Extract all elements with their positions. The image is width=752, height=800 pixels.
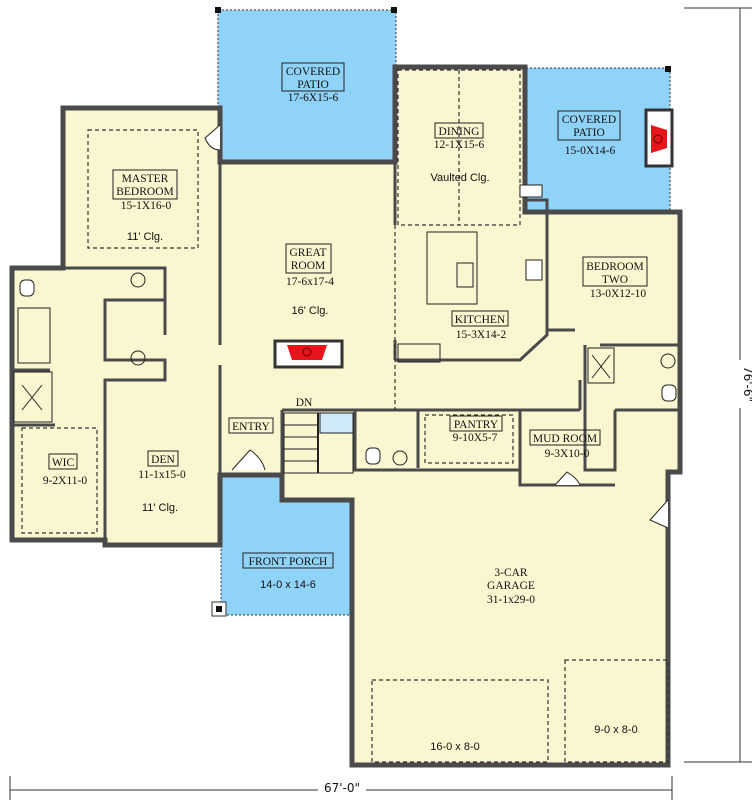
sink-icon	[130, 272, 146, 288]
patio-post	[215, 7, 221, 13]
patio-post	[665, 66, 671, 72]
room-label-wic: WIC 9-2X11-0	[43, 453, 88, 487]
svg-text:GREAT: GREAT	[289, 247, 326, 259]
room-label-master-bedroom: MASTER BEDROOM 15-1X16-0 11' Clg.	[112, 169, 178, 243]
cooktop-icon	[525, 259, 543, 281]
svg-text:13-0X12-10: 13-0X12-10	[590, 288, 646, 300]
garage-side-door[interactable]	[649, 499, 669, 529]
room-label-entry: ENTRY	[228, 417, 274, 434]
svg-text:9-3X10-0: 9-3X10-0	[545, 448, 590, 460]
sink-icon	[392, 450, 408, 466]
svg-text:15-3X14-2: 15-3X14-2	[456, 329, 507, 341]
patio-post	[391, 7, 397, 13]
shower-icon	[13, 371, 53, 423]
svg-text:14-0 x 14-6: 14-0 x 14-6	[260, 579, 316, 591]
svg-text:BEDROOM: BEDROOM	[116, 186, 174, 198]
master-patio-door[interactable]	[204, 124, 221, 151]
room-label-great-room: GREAT ROOM 17-6x17-4 16' Clg.	[285, 243, 334, 317]
stairs-dn-label: DN	[296, 397, 313, 409]
svg-text:PATIO: PATIO	[297, 79, 329, 91]
svg-text:11' Clg.: 11' Clg.	[142, 502, 178, 514]
room-label-front-porch: FRONT PORCH 14-0 x 14-6	[242, 552, 334, 591]
garage-door-9	[564, 659, 669, 763]
svg-text:17-6x17-4: 17-6x17-4	[286, 276, 334, 288]
room-label-den: DEN 11-1x15-0 11' Clg.	[138, 450, 186, 514]
svg-text:COVERED: COVERED	[286, 66, 340, 78]
svg-text:9-2X11-0: 9-2X11-0	[43, 475, 88, 487]
toilet-icon	[365, 447, 381, 465]
svg-text:DINING: DINING	[439, 126, 480, 138]
svg-text:PANTRY: PANTRY	[454, 419, 499, 431]
pantry-shelving	[424, 414, 514, 464]
svg-text:67'-0": 67'-0"	[324, 781, 360, 795]
toilet-icon	[661, 384, 677, 402]
svg-text:11' Clg.: 11' Clg.	[127, 231, 163, 243]
room-label-pantry: PANTRY 9-10X5-7	[449, 415, 503, 444]
depth-dimension: 76'-6"	[684, 7, 752, 763]
svg-text:16-0 x 8-0: 16-0 x 8-0	[430, 741, 480, 753]
svg-text:MUD ROOM: MUD ROOM	[533, 433, 597, 445]
svg-text:PATIO: PATIO	[573, 127, 605, 139]
svg-text:ENTRY: ENTRY	[232, 421, 270, 433]
svg-text:12-1X15-6: 12-1X15-6	[434, 139, 485, 151]
room-label-side-patio: COVERED PATIO 15-0X14-6	[557, 110, 621, 157]
svg-text:GARAGE: GARAGE	[487, 580, 535, 592]
svg-text:76'-6": 76'-6"	[741, 366, 752, 402]
svg-text:11-1x15-0: 11-1x15-0	[138, 469, 186, 481]
svg-text:17-6X15-6: 17-6X15-6	[288, 92, 339, 104]
garage-door-16	[371, 679, 549, 763]
bathtub-icon	[17, 307, 51, 364]
svg-text:ROOM: ROOM	[291, 260, 326, 272]
svg-text:3-CAR: 3-CAR	[494, 567, 528, 579]
sink-icon	[456, 262, 474, 288]
svg-text:KITCHEN: KITCHEN	[455, 314, 506, 326]
patio-fireplace-icon	[644, 108, 674, 168]
svg-text:DEN: DEN	[151, 454, 175, 466]
room-label-bedroom-two: BEDROOM TWO 13-0X12-10	[582, 256, 648, 300]
width-dimension: 67'-0"	[9, 776, 673, 800]
svg-text:WIC: WIC	[52, 457, 75, 469]
stairs[interactable]	[283, 412, 354, 474]
svg-text:Vaulted Clg.: Vaulted Clg.	[430, 172, 489, 184]
room-label-garage: 3-CAR GARAGE 31-1x29-0 16-0 x 8-0 9-0 x …	[430, 567, 637, 753]
svg-text:9-0 x 8-0: 9-0 x 8-0	[594, 724, 637, 736]
svg-text:BEDROOM: BEDROOM	[586, 261, 644, 273]
kitchen-island	[426, 231, 478, 305]
sink-icon	[660, 353, 676, 369]
room-label-rear-patio: COVERED PATIO 17-6X15-6	[281, 62, 345, 104]
fireplace-icon	[273, 339, 344, 369]
fridge-icon	[519, 184, 543, 198]
svg-text:16' Clg.: 16' Clg.	[292, 305, 329, 317]
wic-shelving	[21, 427, 98, 534]
interior-walls	[12, 162, 680, 540]
front-door[interactable]	[231, 449, 266, 471]
svg-text:MASTER: MASTER	[122, 173, 169, 185]
svg-text:9-10X5-7: 9-10X5-7	[453, 432, 498, 444]
kitchen-counter	[397, 343, 441, 363]
svg-text:TWO: TWO	[602, 274, 628, 286]
svg-text:COVERED: COVERED	[562, 114, 616, 126]
master-ceiling-tray	[87, 129, 199, 249]
svg-text:FRONT PORCH: FRONT PORCH	[249, 556, 328, 568]
toilet-icon	[19, 279, 35, 297]
svg-text:15-0X14-6: 15-0X14-6	[565, 145, 616, 157]
rear-covered-patio[interactable]	[217, 9, 397, 166]
porch-post-core	[216, 606, 222, 612]
svg-text:31-1x29-0: 31-1x29-0	[487, 594, 535, 606]
svg-text:15-1X16-0: 15-1X16-0	[121, 200, 172, 212]
mud-room-door[interactable]	[554, 471, 581, 486]
shower-icon	[587, 347, 615, 384]
room-label-dining: DINING 12-1X15-6 Vaulted Clg.	[430, 122, 490, 184]
room-label-mud-room: MUD ROOM 9-3X10-0	[529, 429, 601, 460]
sink-icon	[130, 350, 146, 366]
room-label-kitchen: KITCHEN 15-3X14-2	[451, 310, 509, 341]
